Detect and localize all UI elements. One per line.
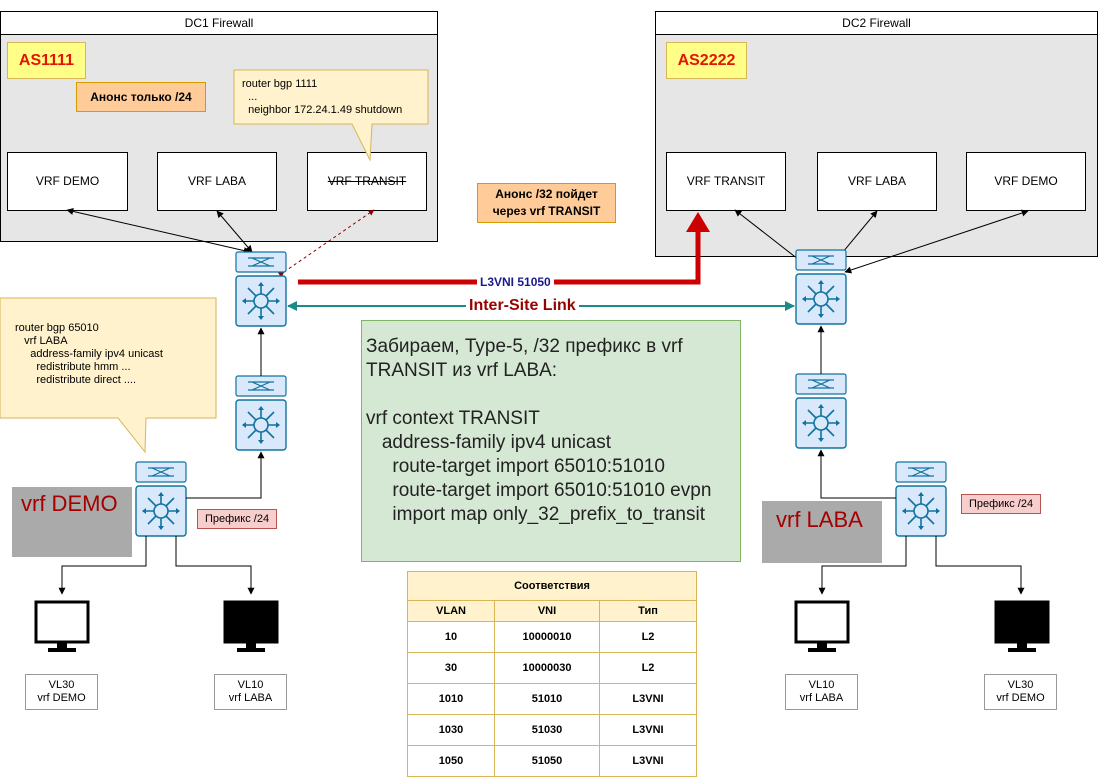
dc1-as-label: AS1111 bbox=[7, 42, 86, 79]
dc2-vrf-transit: VRF TRANSIT bbox=[666, 152, 786, 211]
dc1-announce-note: Анонс только /24 bbox=[76, 82, 206, 112]
left-host2-label: VL10 vrf LABA bbox=[214, 674, 287, 710]
right-spine-switch bbox=[795, 249, 847, 325]
link-left-access-to-leaf bbox=[186, 451, 265, 499]
cell-type: L3VNI bbox=[599, 714, 697, 746]
left-access-switch bbox=[135, 461, 187, 537]
right-host1-monitor bbox=[794, 600, 850, 654]
cell-vlan: 1030 bbox=[407, 714, 495, 746]
cell-type: L2 bbox=[599, 621, 697, 653]
dc1-bgp-callout bbox=[233, 69, 429, 162]
announce-32-note: Анонс /32 пойдет через vrf TRANSIT bbox=[477, 183, 616, 223]
right-host1-vrf: vrf LABA bbox=[799, 692, 844, 704]
left-vrf-label: vrf DEMO bbox=[12, 487, 132, 557]
table-row: 1030 51030 L3VNI bbox=[407, 714, 697, 746]
left-bgp-note: router bgp 65010 vrf LABA address-family… bbox=[15, 322, 163, 386]
right-host2-monitor bbox=[994, 600, 1050, 654]
dc1-bgp-note: router bgp 1111 ... neighbor 172.24.1.49… bbox=[242, 78, 403, 116]
dc1-vrf-laba: VRF LABA bbox=[157, 152, 277, 211]
mapping-table-title: Соответствия bbox=[407, 571, 697, 601]
left-spine-switch bbox=[235, 251, 287, 327]
cell-vlan: 1010 bbox=[407, 683, 495, 715]
mapping-table: Соответствия VLAN VNI Тип 10 10000010 L2… bbox=[407, 571, 697, 777]
right-prefix-badge: Префикс /24 bbox=[961, 494, 1041, 514]
dc1-vrf-transit: VRF TRANSIT bbox=[307, 152, 427, 211]
left-leaf-switch bbox=[235, 375, 287, 451]
l3vni-arrowhead bbox=[686, 212, 710, 232]
cell-vni: 10000010 bbox=[494, 621, 600, 653]
table-row: 1050 51050 L3VNI bbox=[407, 745, 697, 777]
dc2-vrf-demo: VRF DEMO bbox=[966, 152, 1086, 211]
table-row: 10 10000010 L2 bbox=[407, 621, 697, 653]
link-vrf-transit-dc1 bbox=[277, 209, 375, 278]
dc2-title: DC2 Firewall bbox=[656, 12, 1097, 35]
cell-vlan: 10 bbox=[407, 621, 495, 653]
cell-type: L2 bbox=[599, 652, 697, 684]
table-row: 1010 51010 L3VNI bbox=[407, 683, 697, 715]
cell-vni: 51050 bbox=[494, 745, 600, 777]
cell-type: L3VNI bbox=[599, 683, 697, 715]
right-host2-label: VL30 vrf DEMO bbox=[984, 674, 1057, 710]
link-right-access-to-leaf bbox=[817, 449, 896, 499]
col-header-type: Тип bbox=[599, 600, 697, 622]
right-host2-vlan: VL30 bbox=[1007, 679, 1034, 691]
l3vni-arrow bbox=[298, 226, 701, 285]
cell-type: L3VNI bbox=[599, 745, 697, 777]
right-host1-label: VL10 vrf LABA bbox=[785, 674, 858, 710]
right-host1-vlan: VL10 bbox=[808, 679, 835, 691]
dc1-title: DC1 Firewall bbox=[1, 12, 437, 35]
right-access-switch bbox=[895, 461, 947, 537]
left-host2-vrf: vrf LABA bbox=[228, 692, 273, 704]
vrf-transit-config-note: Забираем, Type-5, /32 префикс в vrf TRAN… bbox=[361, 320, 741, 562]
table-row: 30 10000030 L2 bbox=[407, 652, 697, 684]
dc2-as-label: AS2222 bbox=[666, 42, 747, 79]
cell-vni: 51010 bbox=[494, 683, 600, 715]
left-host1-vlan: VL30 bbox=[48, 679, 75, 691]
cell-vlan: 1050 bbox=[407, 745, 495, 777]
link-vrf-demo-dc2 bbox=[844, 209, 1029, 274]
right-vrf-label: vrf LABA bbox=[762, 501, 882, 563]
right-host2-vrf: vrf DEMO bbox=[996, 692, 1045, 704]
left-prefix-badge: Префикс /24 bbox=[197, 509, 277, 529]
dc1-vrf-demo: VRF DEMO bbox=[7, 152, 128, 211]
link-vrf-laba-dc1 bbox=[216, 210, 253, 253]
link-right-host1 bbox=[818, 536, 907, 595]
left-bgp-callout bbox=[0, 297, 217, 454]
link-left-host2 bbox=[175, 536, 255, 595]
inter-site-label: Inter-Site Link bbox=[466, 296, 579, 316]
cell-vni: 10000030 bbox=[494, 652, 600, 684]
left-host1-label: VL30 vrf DEMO bbox=[25, 674, 98, 710]
col-header-vni: VNI bbox=[494, 600, 600, 622]
link-vrf-demo-dc1 bbox=[66, 207, 251, 255]
right-leaf-switch bbox=[795, 373, 847, 449]
link-left-host1 bbox=[58, 536, 147, 595]
l3vni-label: L3VNI 51050 bbox=[477, 274, 554, 290]
link-right-host2 bbox=[935, 536, 1025, 595]
dc2-vrf-laba: VRF LABA bbox=[817, 152, 937, 211]
cell-vni: 51030 bbox=[494, 714, 600, 746]
left-host1-monitor bbox=[34, 600, 90, 654]
left-host2-vlan: VL10 bbox=[237, 679, 264, 691]
left-host1-vrf: vrf DEMO bbox=[37, 692, 86, 704]
cell-vlan: 30 bbox=[407, 652, 495, 684]
left-host2-monitor bbox=[223, 600, 279, 654]
col-header-vlan: VLAN bbox=[407, 600, 495, 622]
